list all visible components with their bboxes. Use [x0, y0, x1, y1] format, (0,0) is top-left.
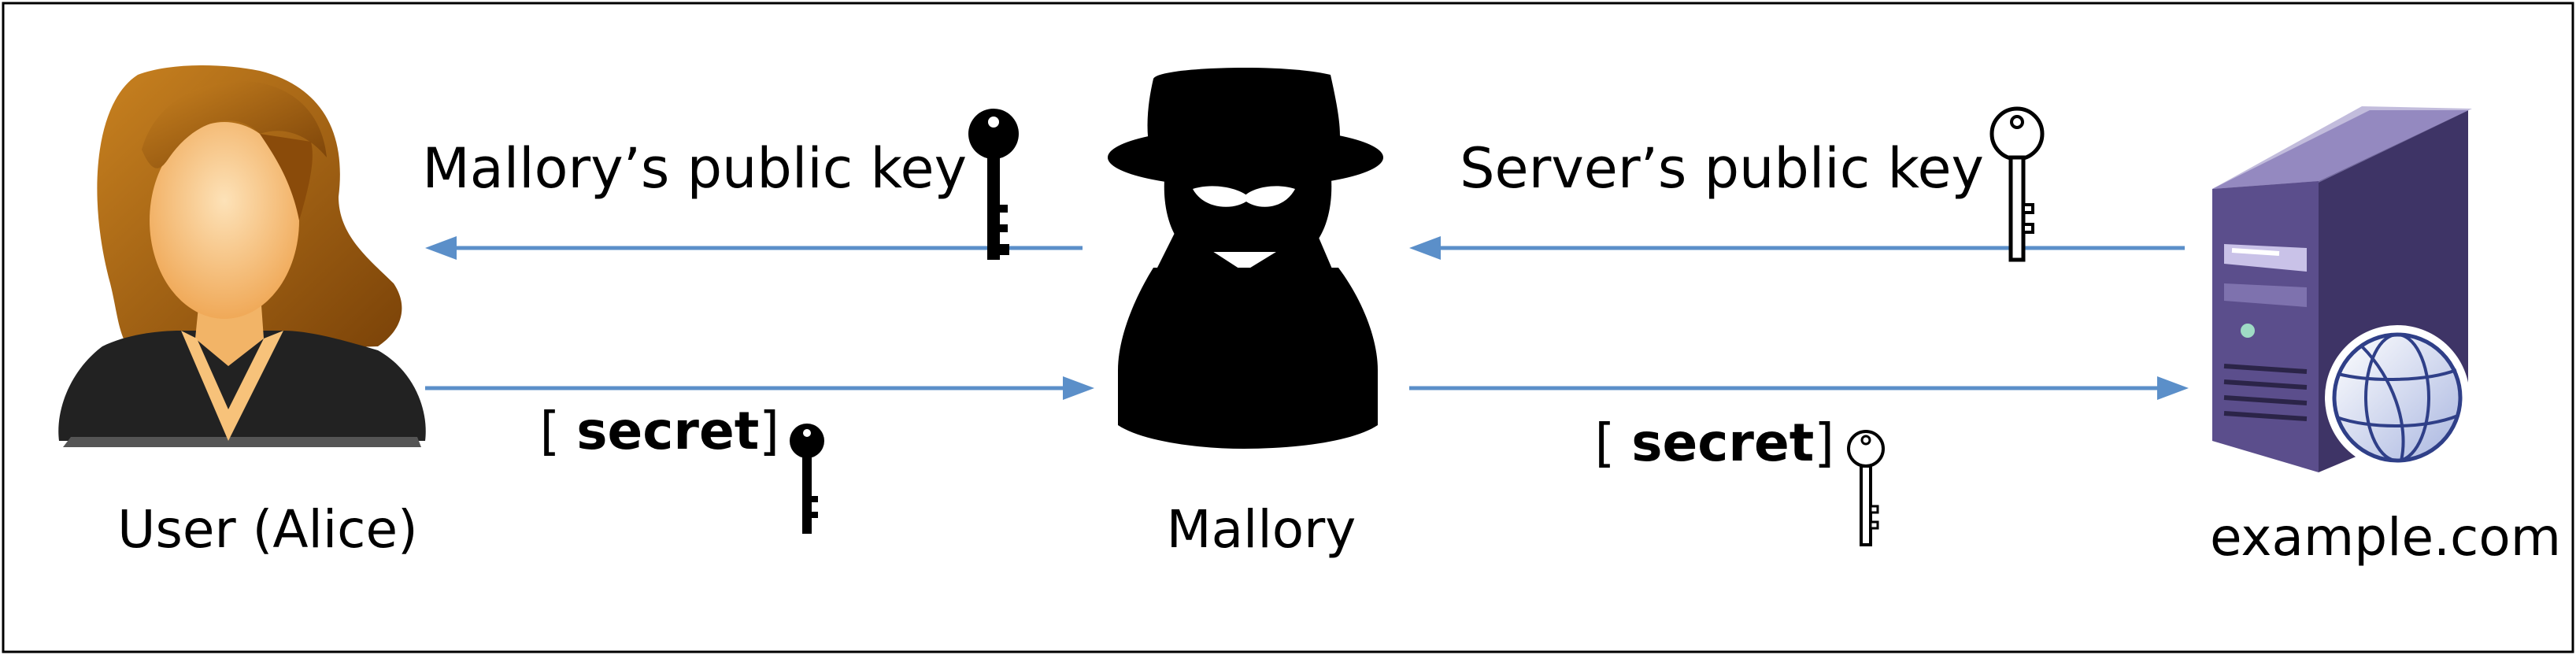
- secret-to-server-label: [ secret]: [1594, 413, 1834, 473]
- black-key-icon: [968, 109, 1019, 260]
- woman-avatar-icon: [58, 65, 426, 447]
- server-label: example.com: [2210, 507, 2561, 568]
- arrow-user-to-mallory: [425, 376, 1094, 400]
- secret-to-mallory-label: [ secret]: [539, 401, 779, 461]
- arrow-mallory-to-server: [1409, 376, 2189, 400]
- black-key-icon: [790, 424, 824, 534]
- white-key-icon: [1989, 106, 2045, 262]
- white-key-icon: [1847, 430, 1885, 546]
- server-key-label: Server’s public key: [1460, 136, 1984, 201]
- arrow-server-to-mallory: [1409, 236, 2185, 260]
- user-label: User (Alice): [117, 499, 418, 560]
- attacker-label: Mallory: [1167, 499, 1356, 560]
- arrow-mallory-to-user: [425, 236, 1083, 260]
- server-globe-icon: [2212, 106, 2472, 472]
- spy-silhouette-icon: [1108, 67, 1383, 449]
- mallory-key-label: Mallory’s public key: [422, 136, 967, 201]
